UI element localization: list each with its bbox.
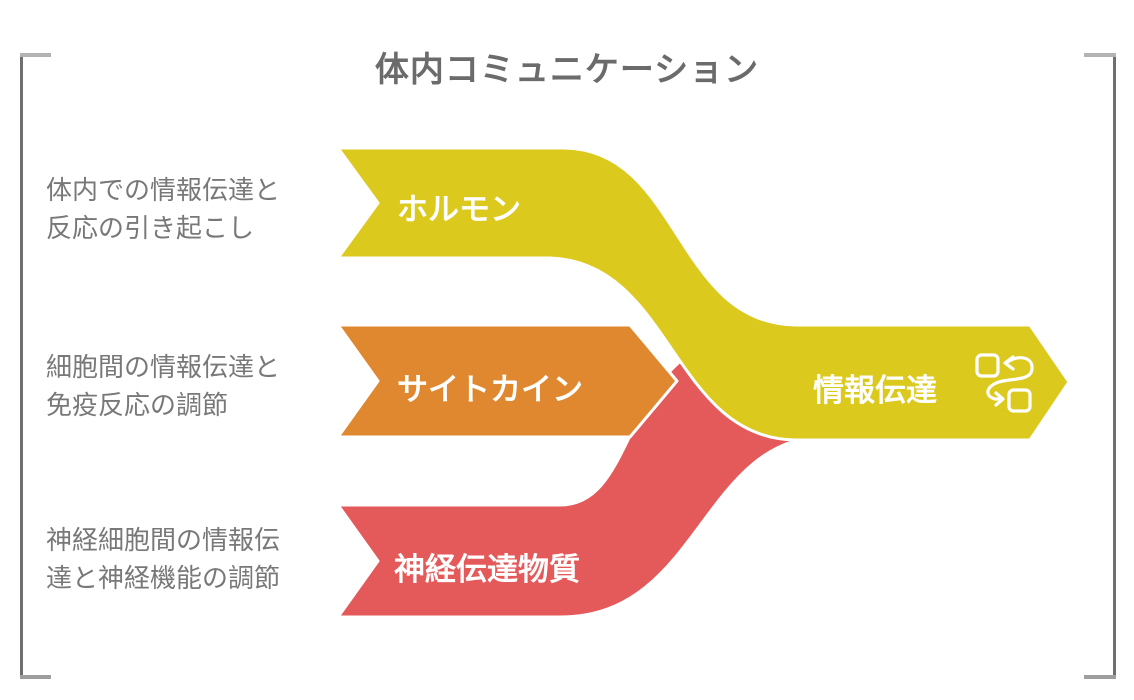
cytokine-description-line1: 細胞間の情報伝達と [46, 353, 281, 383]
hormone-description-line1: 体内での情報伝達と [46, 176, 281, 206]
flow-square-bottom-icon [1007, 388, 1032, 413]
output-arrow-label: 情報伝達 [813, 373, 937, 409]
cytokine-band-label: サイトカイン [397, 372, 583, 408]
flow-square-top-icon [975, 353, 1000, 378]
neurotransmitter-description: 神経細胞間の情報伝 達と神経機能の調節 [46, 522, 366, 598]
hormone-description: 体内での情報伝達と 反応の引き起こし [46, 172, 366, 248]
flow-arrowhead-right-icon [994, 391, 1005, 407]
neurotransmitter-description-line1: 神経細胞間の情報伝 [46, 526, 281, 556]
neurotransmitter-description-line2: 達と神経機能の調節 [46, 564, 281, 594]
hormone-band-label: ホルモン [397, 192, 521, 228]
flow-arrowhead-left-icon [1003, 355, 1015, 371]
cytokine-description: 細胞間の情報伝達と 免疫反応の調節 [46, 349, 366, 425]
hormone-output-band [336, 146, 1071, 442]
cytokine-band [336, 323, 679, 439]
page-title: 体内コミュニケーション [374, 50, 760, 90]
hormone-description-line2: 反応の引き起こし [46, 214, 255, 244]
cytokine-description-line2: 免疫反応の調節 [46, 391, 229, 421]
process-flow-icon [975, 353, 1034, 413]
neurotransmitter-band-label: 神経伝達物質 [394, 552, 580, 588]
flow-s-curve-icon [986, 356, 1034, 401]
